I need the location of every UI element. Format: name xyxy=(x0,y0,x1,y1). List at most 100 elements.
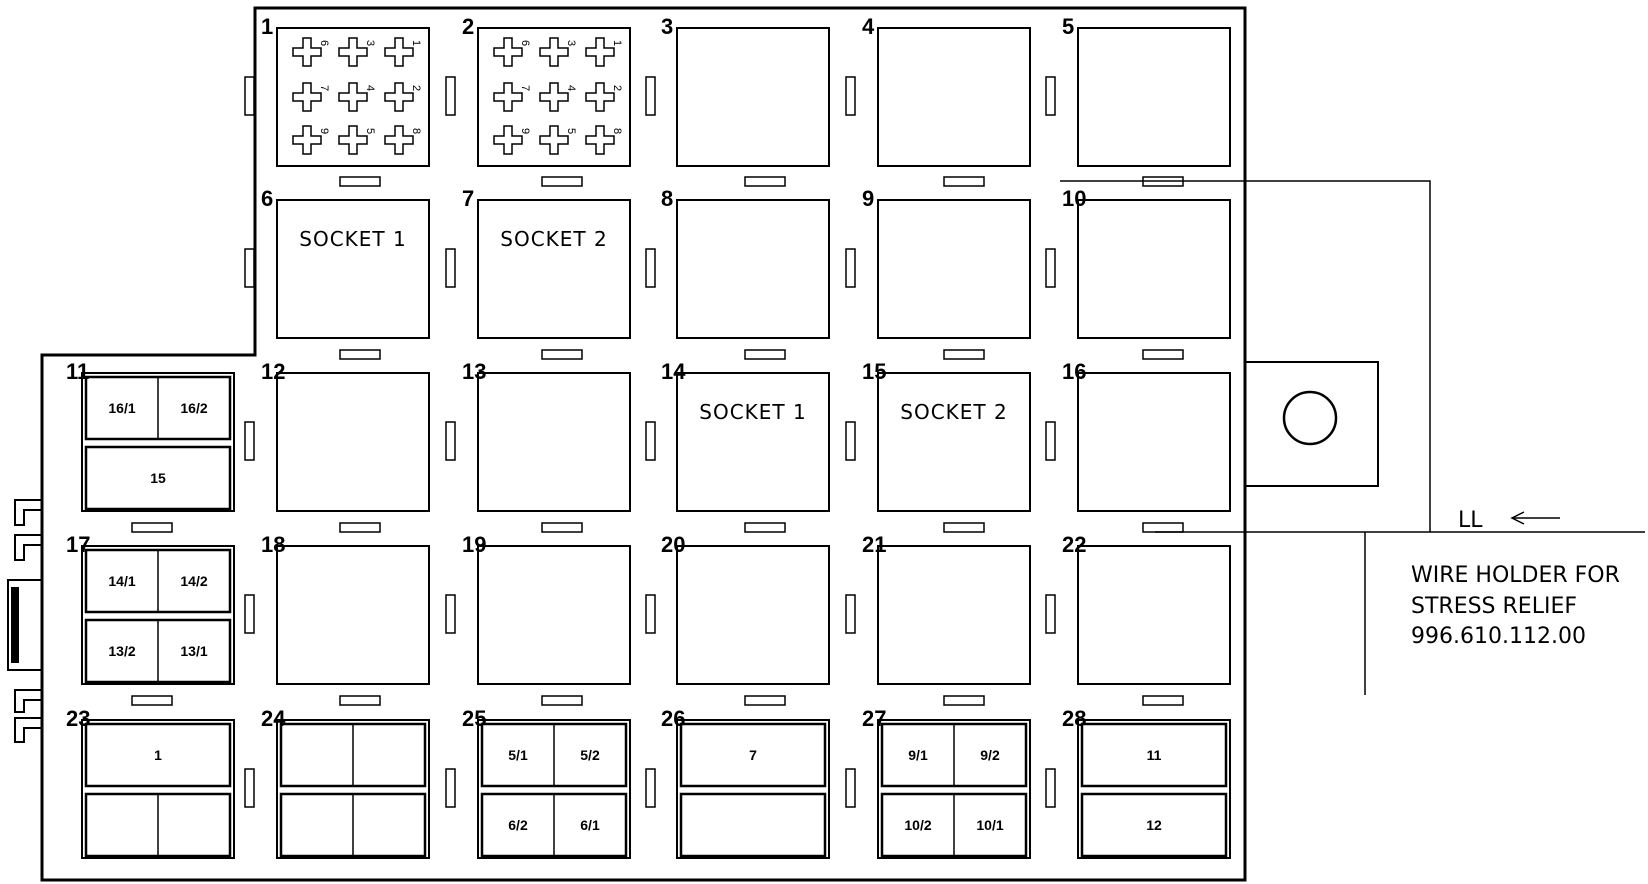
terminal-slot xyxy=(339,522,381,533)
socket-label: SOCKET 1 xyxy=(299,227,406,251)
slot-18[interactable]: 18 xyxy=(261,532,430,685)
relay-pin-6 xyxy=(493,37,523,67)
slot-number: 8 xyxy=(661,186,673,211)
fuse-cell-top xyxy=(679,722,827,788)
slot-22[interactable]: 22 xyxy=(1062,532,1231,685)
relay-pin-6 xyxy=(292,37,322,67)
terminal-slot xyxy=(445,594,456,634)
terminal-slot xyxy=(1045,768,1056,808)
slot-number: 13 xyxy=(462,359,486,384)
terminal-slot xyxy=(541,349,583,360)
slot-13[interactable]: 13 xyxy=(462,359,631,512)
relay-pin-1 xyxy=(585,37,615,67)
slot-frame xyxy=(877,545,1031,685)
terminal-slot xyxy=(339,695,381,706)
terminal-slot xyxy=(244,248,255,288)
slot-frame xyxy=(1077,199,1231,339)
slot-4[interactable]: 4 xyxy=(862,14,1031,167)
slot-number: 5 xyxy=(1062,14,1074,39)
slot-16[interactable]: 16 xyxy=(1062,359,1231,512)
slot-frame xyxy=(676,27,830,167)
slot-frame xyxy=(81,372,235,512)
terminal-slot xyxy=(541,176,583,187)
slot-5[interactable]: 5 xyxy=(1062,14,1231,167)
relay-pin-7 xyxy=(292,82,322,112)
terminal-slot xyxy=(1142,349,1184,360)
relay-pin-label: 9 xyxy=(318,128,330,134)
slot-number: 7 xyxy=(462,186,474,211)
slot-number: 6 xyxy=(261,186,273,211)
relay-pin-label: 1 xyxy=(611,40,623,46)
slot-9[interactable]: 9 xyxy=(862,186,1031,339)
terminal-slot xyxy=(744,349,786,360)
relay-pin-label: 2 xyxy=(611,85,623,91)
terminal-slot xyxy=(744,176,786,187)
slot-number: 14 xyxy=(661,359,686,384)
slot-frame xyxy=(276,27,430,167)
slot-number: 10 xyxy=(1062,186,1086,211)
terminal-slot xyxy=(339,176,381,187)
relay-pin-label: 5 xyxy=(364,128,376,134)
mounting-tab xyxy=(1244,361,1379,487)
slot-number: 2 xyxy=(462,14,474,39)
relay-pin-label: 7 xyxy=(519,85,531,91)
fuse-label: 16/2 xyxy=(180,400,207,416)
slot-frame xyxy=(81,545,235,685)
slot-10[interactable]: 10 xyxy=(1062,186,1231,339)
fuse-label: 6/1 xyxy=(580,817,600,833)
slot-number: 3 xyxy=(661,14,673,39)
slot-number: 24 xyxy=(261,706,286,731)
terminal-slot xyxy=(1045,76,1056,116)
slot-8[interactable]: 8 xyxy=(661,186,830,339)
terminal-slot xyxy=(339,349,381,360)
fuse-cell-bottom xyxy=(84,445,232,511)
terminal-slot xyxy=(744,695,786,706)
relay-pin-label: 7 xyxy=(318,85,330,91)
terminal-slot xyxy=(943,176,985,187)
relay-pin-9 xyxy=(493,125,523,155)
terminal-slot xyxy=(244,768,255,808)
socket-label: SOCKET 2 xyxy=(900,400,1007,424)
mounting-hole xyxy=(1282,390,1338,446)
fuse-label: 6/2 xyxy=(508,817,528,833)
slot-20[interactable]: 20 xyxy=(661,532,830,685)
slot-frame xyxy=(81,719,235,859)
fuse-cell-top xyxy=(1080,722,1228,788)
slot-21[interactable]: 21 xyxy=(862,532,1031,685)
fuse-cell-bottom xyxy=(679,792,827,858)
slot-19[interactable]: 19 xyxy=(462,532,631,685)
relay-pin-label: 9 xyxy=(519,128,531,134)
relay-pin-label: 4 xyxy=(364,85,376,91)
terminal-slot xyxy=(645,248,656,288)
slot-3[interactable]: 3 xyxy=(661,14,830,167)
relay-pin-label: 2 xyxy=(410,85,422,91)
fuse-label: 14/1 xyxy=(108,573,135,589)
relay-pin-4 xyxy=(539,82,569,112)
slot-frame xyxy=(676,199,830,339)
annotation-line-1: WIRE HOLDER FOR xyxy=(1411,563,1620,588)
slot-frame xyxy=(1077,372,1231,512)
slot-24[interactable]: 24 xyxy=(261,706,430,859)
slot-number: 19 xyxy=(462,532,486,557)
fuse-label: 13/1 xyxy=(180,643,207,659)
terminal-slot xyxy=(445,421,456,461)
slot-26[interactable]: 267 xyxy=(661,706,830,859)
terminal-slot xyxy=(1142,176,1184,187)
slot-12[interactable]: 12 xyxy=(261,359,430,512)
slot-number: 12 xyxy=(261,359,285,384)
fuse-label: 9/2 xyxy=(980,747,1000,763)
slot-23[interactable]: 231 xyxy=(66,706,235,859)
slot-number: 16 xyxy=(1062,359,1086,384)
